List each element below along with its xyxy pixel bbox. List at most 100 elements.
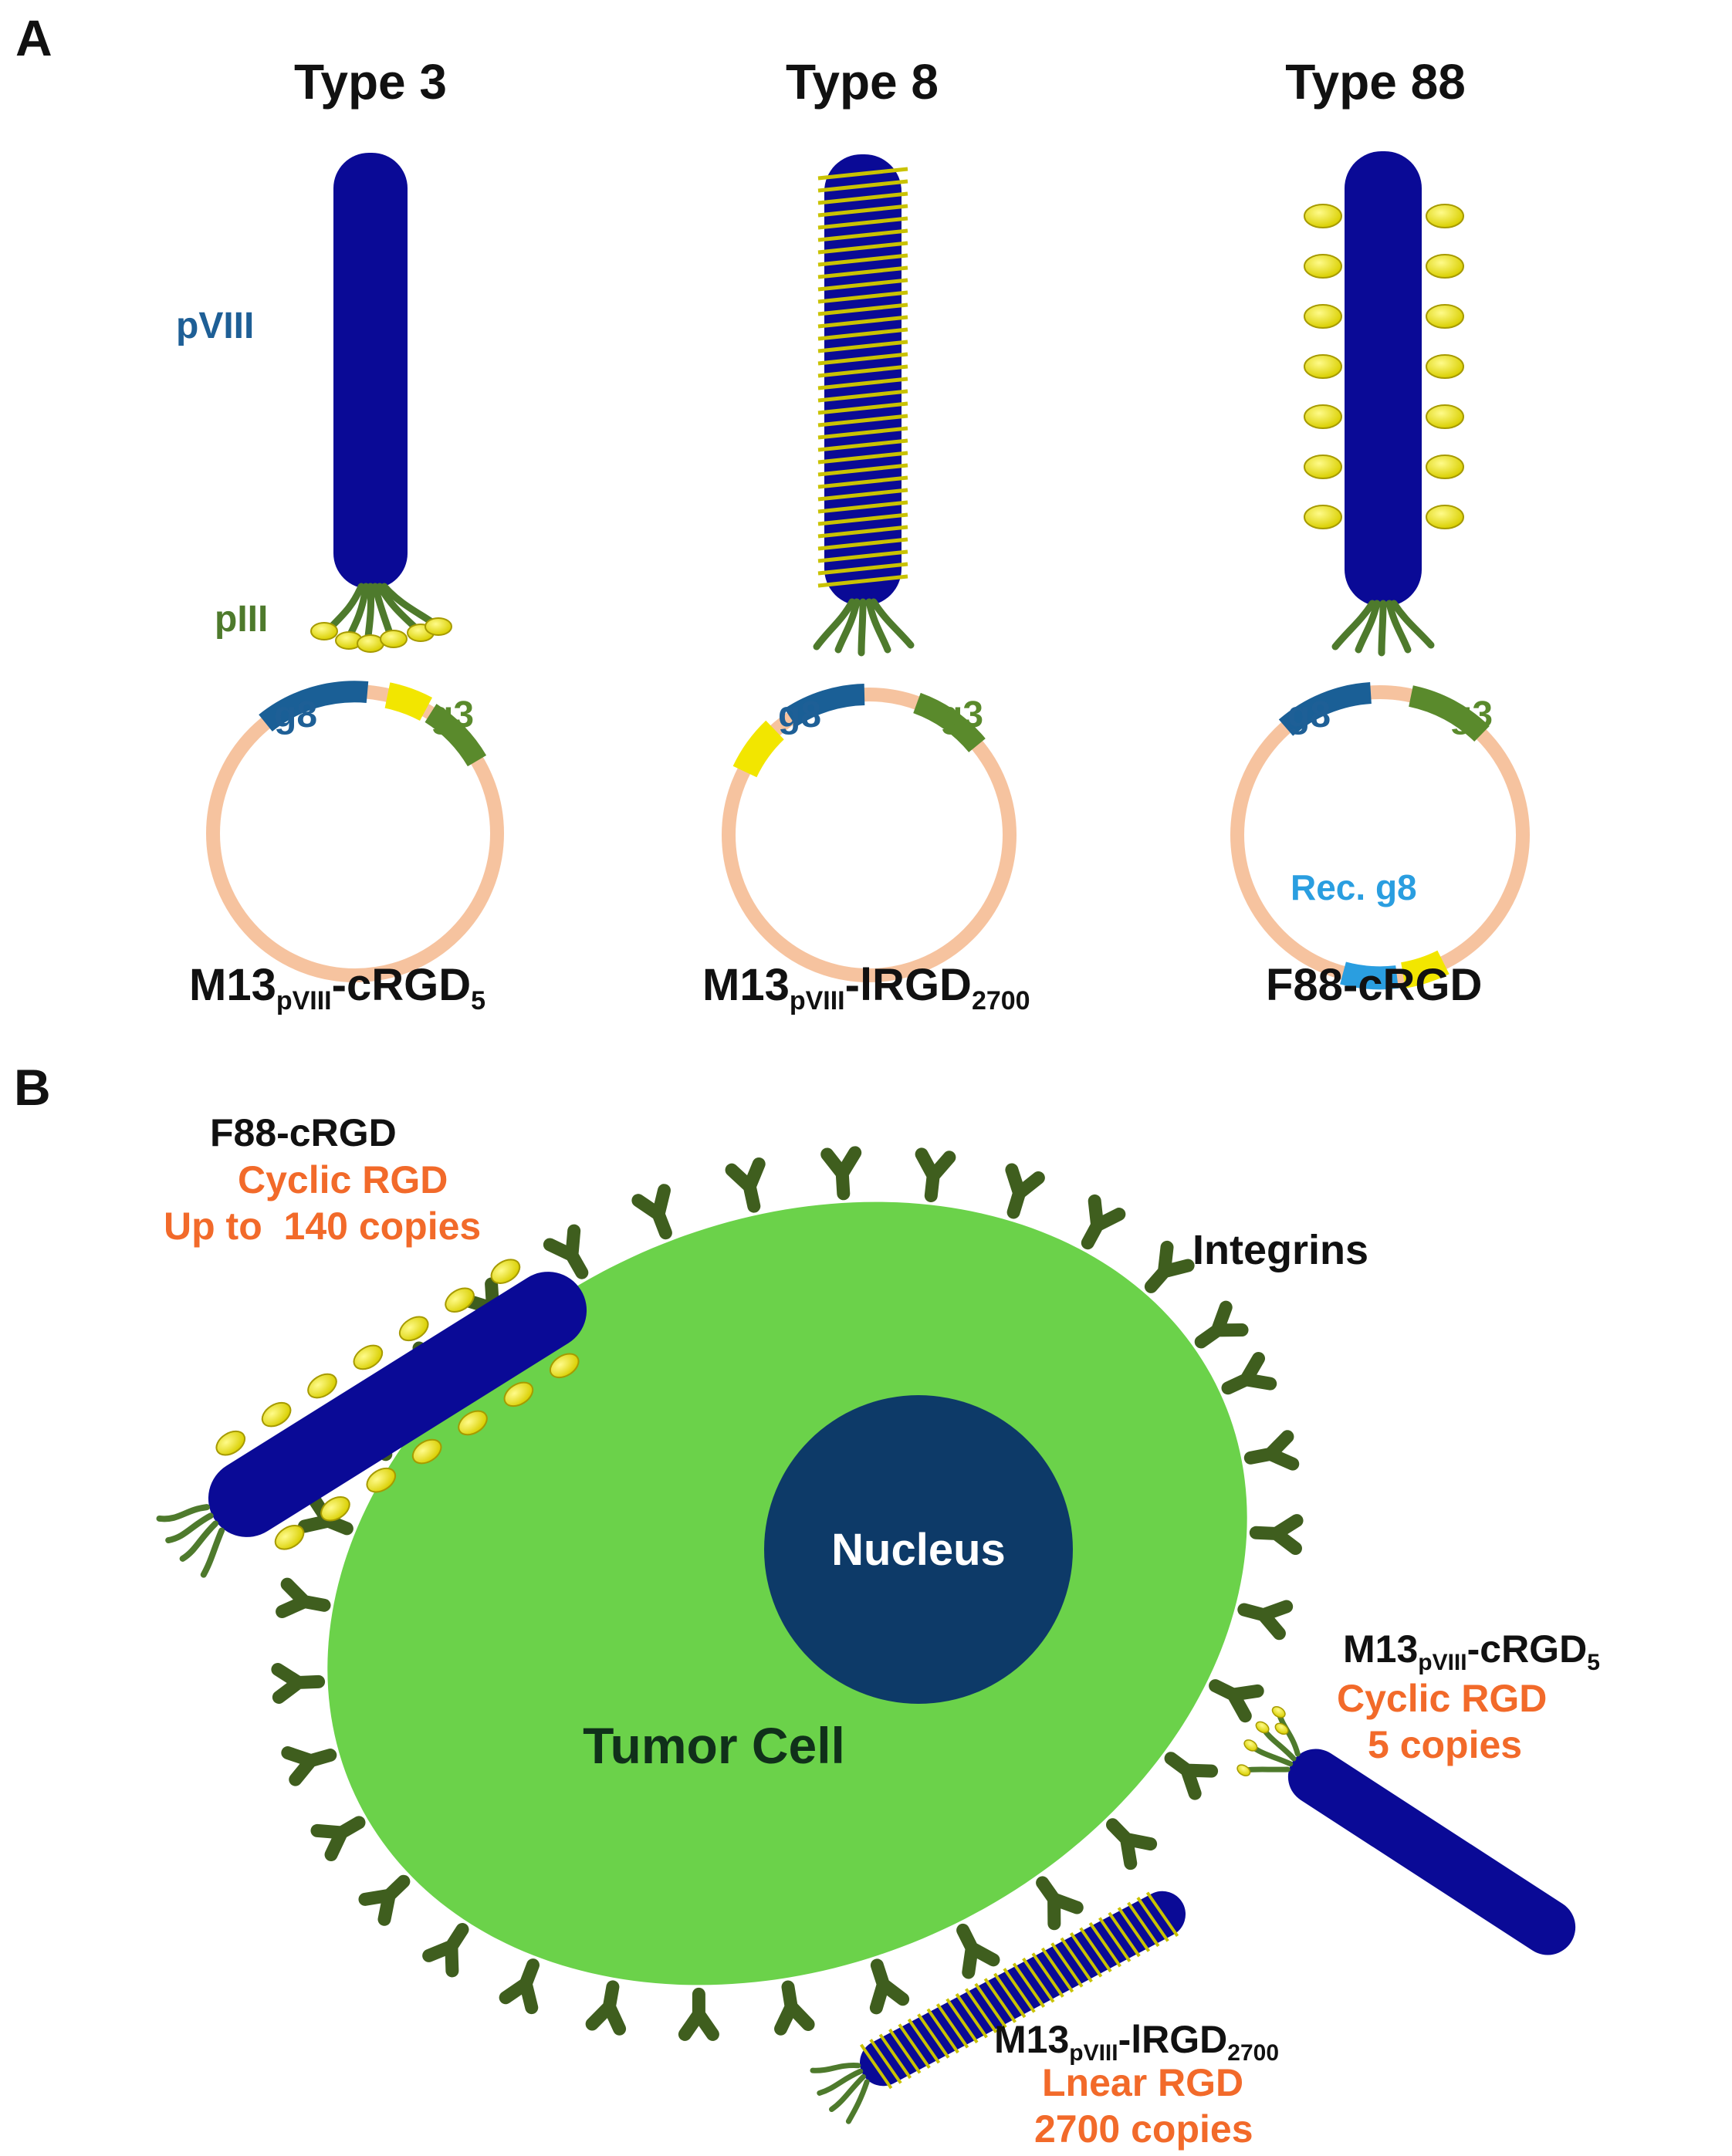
m13-crgd5-tail-sub: 5 — [1587, 1650, 1600, 1675]
panel-b-label: B — [14, 1059, 51, 1116]
peptide-stripe — [817, 426, 908, 440]
f88-bound-phage — [156, 1259, 587, 1578]
m13-crgd5-peptides — [1236, 1705, 1289, 1776]
peptide-stripe — [1117, 1907, 1151, 1952]
integrin-receptor — [685, 1994, 712, 2034]
m13-lrgd2700-peptide-stripes — [860, 1891, 1179, 2090]
type3-phage-body — [333, 153, 408, 589]
peptide-stripe — [817, 352, 908, 366]
type3-g8-label: g8 — [274, 694, 317, 735]
peptide-stripe — [1050, 1942, 1084, 1988]
construct-type8-main: M13 — [702, 960, 790, 1010]
integrin-receptor — [1000, 1170, 1038, 1216]
peptide-stripe — [1088, 1921, 1121, 1968]
m13-lrgd2700-main: M13 — [994, 2018, 1069, 2061]
peptide-stripe — [817, 574, 908, 588]
integrin-receptor — [1256, 1519, 1297, 1548]
type8-peptide-stripes — [817, 167, 908, 588]
peptide-stripe — [817, 451, 908, 465]
peptide-stripe — [817, 488, 908, 502]
f88-line1: Cyclic RGD — [238, 1158, 448, 1201]
m13-crgd5-bound-phage — [1236, 1705, 1576, 1955]
f88-bound-piii-tails — [156, 1504, 225, 1578]
integrin-receptor — [1103, 1815, 1151, 1863]
integrin-receptor — [1240, 1597, 1287, 1634]
construct-type8-sub: pVIII — [790, 986, 845, 1015]
integrin-receptor — [951, 1924, 993, 1972]
peptide-stripe — [817, 512, 908, 526]
peptide-stripe — [888, 2028, 922, 2074]
peptide-stripe — [817, 228, 908, 242]
peptide-stripe — [817, 549, 908, 563]
peptide-stripe — [817, 364, 908, 378]
peptide-stripe — [817, 438, 908, 452]
peptide-stripe — [1022, 1957, 1055, 2003]
peptide-stripe — [860, 2043, 893, 2090]
peptide-stripe — [1060, 1937, 1093, 1983]
m13-crgd5-tail: -cRGD — [1467, 1627, 1588, 1671]
integrin-receptor — [365, 1871, 413, 1919]
peptide-stripe — [983, 1978, 1017, 2023]
plasmid-type8 — [722, 684, 1017, 982]
peptide-stripe — [955, 1992, 988, 2039]
construct-type3: M13pVIII-cRGD5 — [189, 960, 485, 1015]
peptide-stripe — [1040, 1947, 1074, 1993]
integrin-receptor — [864, 1961, 902, 2008]
peptide-stripe — [817, 204, 908, 218]
construct-type3-sub: pVIII — [276, 986, 332, 1015]
type88-displayed-peptides — [1304, 204, 1464, 529]
plasmid-type88 — [1230, 682, 1530, 990]
m13-crgd5-main: M13 — [1343, 1627, 1418, 1671]
peptide-stripe — [817, 253, 908, 267]
peptide-stripe — [817, 537, 908, 551]
peptide-stripe — [817, 401, 908, 415]
type88-g8-label: g8 — [1287, 694, 1331, 735]
integrin-receptor — [506, 1960, 546, 2007]
peptide-stripe — [1127, 1901, 1160, 1948]
integrin-receptor — [1031, 1875, 1077, 1924]
type3-g3-label: g3 — [431, 694, 474, 735]
peptide-stripe — [1003, 1968, 1036, 2013]
peptide-stripe — [1031, 1952, 1064, 1998]
pviii-label: pVIII — [176, 306, 254, 346]
construct-type88: F88-cRGD — [1266, 960, 1482, 1010]
m13-crgd5-line1: Cyclic RGD — [1337, 1677, 1547, 1720]
peptide-stripe — [817, 525, 908, 539]
plasmid-type3 — [206, 681, 504, 982]
type3-title: Type 3 — [294, 54, 447, 110]
peptide-stripe — [817, 179, 908, 193]
peptide-stripe — [817, 327, 908, 341]
tumor-cell-label: Tumor Cell — [583, 1717, 845, 1774]
peptide-stripe — [817, 414, 908, 427]
m13-lrgd2700-bound-phage-body — [859, 1891, 1186, 2087]
type3-pentapeptides — [310, 617, 452, 653]
type88-title: Type 88 — [1285, 54, 1466, 110]
integrin-receptor — [774, 1985, 808, 2029]
peptide-stripe — [1108, 1911, 1141, 1958]
peptide-stripe — [965, 1988, 998, 2033]
peptide-stripe — [817, 216, 908, 230]
m13-crgd5-sub: pVIII — [1418, 1650, 1466, 1675]
integrin-receptor — [1193, 1307, 1242, 1353]
construct-type3-tail-sub: 5 — [471, 986, 485, 1015]
m13-lrgd2700-line2: 2700 copies — [1034, 2107, 1253, 2151]
peptide-stripe — [907, 2018, 941, 2064]
type3-phage — [310, 153, 452, 653]
m13-lrgd2700-tail: -lRGD — [1118, 2018, 1228, 2061]
integrin-receptor — [288, 1742, 334, 1779]
peptide-stripe — [1098, 1917, 1132, 1962]
integrin-receptor — [1075, 1201, 1118, 1249]
type8-piii-tails — [813, 598, 915, 657]
m13-lrgd2700-line1: Lnear RGD — [1042, 2061, 1243, 2104]
integrin-receptor — [1209, 1673, 1258, 1715]
construct-type8-tail: -lRGD — [845, 960, 972, 1010]
m13-crgd5-name: M13pVIII-cRGD5 — [1343, 1627, 1600, 1675]
integrin-receptor — [827, 1153, 858, 1195]
peptide-stripe — [817, 315, 908, 329]
f88-line2: Up to 140 copies — [164, 1205, 481, 1248]
peptide-stripe — [1069, 1932, 1103, 1978]
integrin-receptor — [278, 1668, 319, 1697]
integrin-receptor — [638, 1191, 678, 1238]
peptide-stripe — [945, 1998, 979, 2044]
type88-rec-g8-label: Rec. g8 — [1291, 867, 1417, 907]
